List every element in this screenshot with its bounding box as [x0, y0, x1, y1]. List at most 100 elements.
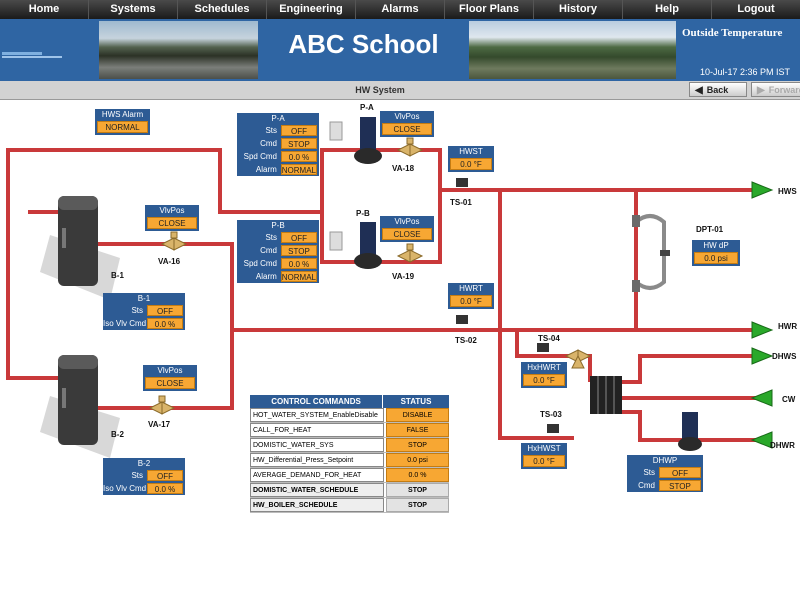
boiler-1-sts-value[interactable]: OFF — [147, 305, 183, 316]
va18-value[interactable]: CLOSE — [382, 123, 432, 135]
va18-title: VlvPos — [382, 112, 432, 122]
pump-a-cmd-value[interactable]: STOP — [281, 138, 317, 149]
status-column-header: STATUS — [382, 395, 449, 408]
boiler-1-icon — [40, 196, 120, 300]
hwr-pipe-label: HWR — [778, 322, 798, 331]
hws-pipe-label: HWS — [778, 187, 797, 196]
hws-alarm-panel: HWS Alarm NORMAL — [95, 109, 150, 135]
control-row-status[interactable]: 0.0 % — [386, 468, 449, 482]
hwst-value[interactable]: 0.0 °F — [450, 158, 492, 170]
pump-b-alarm-value[interactable]: NORMAL — [280, 271, 317, 282]
hw-dp-panel: HW dP 0.0 psi — [692, 240, 740, 266]
hwrt-title: HWRT — [450, 284, 492, 294]
boiler-2-sts-label: Sts — [131, 471, 143, 480]
control-row-status[interactable]: FALSE — [386, 423, 449, 437]
menu-help[interactable]: Help — [623, 0, 712, 19]
valve-va18-icon — [396, 137, 424, 157]
ts04-sensor-icon — [537, 343, 549, 352]
pump-a-alarm-value[interactable]: NORMAL — [280, 164, 317, 175]
hxhwrt-value[interactable]: 0.0 °F — [523, 374, 565, 386]
pump-b-cmd-value[interactable]: STOP — [281, 245, 317, 256]
pump-a-sts-value[interactable]: OFF — [281, 125, 317, 136]
page-title: ABC School — [288, 29, 439, 59]
logo-graphic — [2, 52, 62, 58]
hwrt-panel: HWRT 0.0 °F — [448, 283, 494, 309]
pump-a-label: P-A — [360, 103, 374, 112]
pump-a-sts-label: Sts — [265, 126, 277, 135]
menu-engineering[interactable]: Engineering — [267, 0, 356, 19]
pump-b-cmd-label: Cmd — [260, 246, 277, 255]
back-arrow-icon: ◀ — [695, 85, 703, 96]
control-row-status[interactable]: STOP — [386, 438, 449, 452]
dhwp-sts-value[interactable]: OFF — [659, 467, 701, 478]
va17-panel: VlvPos CLOSE — [143, 365, 197, 391]
pump-b-alarm-label: Alarm — [255, 272, 277, 281]
menu-history[interactable]: History — [534, 0, 623, 19]
pump-b-title: P-B — [237, 220, 319, 231]
pump-a-spd-value[interactable]: 0.0 % — [281, 151, 317, 162]
boiler-2-title: B-2 — [103, 458, 185, 469]
pump-a-alarm-label: Alarm — [255, 165, 277, 174]
boiler-1-title: B-1 — [103, 293, 185, 304]
forward-arrow-icon: ▶ — [757, 85, 765, 96]
hw-dp-value[interactable]: 0.0 psi — [694, 252, 738, 264]
pump-b-spd-value[interactable]: 0.0 % — [281, 258, 317, 269]
va17-value[interactable]: CLOSE — [145, 377, 195, 389]
hxhwrt-title: HxHWRT — [523, 363, 565, 373]
school-photo-left — [99, 21, 258, 79]
pump-a-title: P-A — [237, 113, 319, 124]
menu-floor-plans[interactable]: Floor Plans — [445, 0, 534, 19]
menu-schedules[interactable]: Schedules — [178, 0, 267, 19]
va19-value[interactable]: CLOSE — [382, 228, 432, 240]
hws-arrow-icon — [751, 181, 774, 199]
boiler-1-iso-value[interactable]: 0.0 % — [147, 318, 183, 329]
back-button[interactable]: ◀Back — [689, 82, 747, 97]
boiler-2-iso-value[interactable]: 0.0 % — [147, 483, 183, 494]
control-row-status[interactable]: STOP — [386, 498, 449, 512]
pump-b-icon — [329, 222, 382, 269]
ts01-sensor-icon — [456, 178, 468, 187]
pump-a-spd-label: Spd Cmd — [243, 152, 277, 161]
menu-alarms[interactable]: Alarms — [356, 0, 445, 19]
three-way-valve-icon — [564, 349, 592, 369]
heat-exchanger-icon — [590, 376, 622, 414]
boiler-2-sts-value[interactable]: OFF — [147, 470, 183, 481]
dhwp-cmd-value[interactable]: STOP — [659, 480, 701, 491]
dhwp-pump-icon — [678, 412, 702, 451]
va17-title: VlvPos — [145, 366, 195, 376]
boiler-2-icon — [40, 355, 120, 458]
ts03-label: TS-03 — [540, 410, 562, 419]
forward-button-label: Forward — [768, 85, 800, 95]
menu-logout[interactable]: Logout — [737, 3, 775, 15]
hws-alarm-value[interactable]: NORMAL — [97, 121, 148, 133]
hxhwst-value[interactable]: 0.0 °F — [523, 455, 565, 467]
menu-home[interactable]: Home — [0, 0, 89, 19]
control-row-name: HOT_WATER_SYSTEM_EnableDisable — [250, 408, 384, 422]
dhwr-arrow-icon — [750, 431, 773, 449]
control-row-status[interactable]: DISABLE — [386, 408, 449, 422]
control-row-status[interactable]: STOP — [386, 483, 449, 497]
control-row-name: AVERAGE_DEMAND_FOR_HEAT — [250, 468, 384, 482]
control-commands-header: CONTROL COMMANDS STATUS — [250, 395, 449, 408]
dhwr-pipe-label: DHWR — [770, 441, 795, 450]
control-row-status[interactable]: 0.0 psi — [386, 453, 449, 467]
menu-systems[interactable]: Systems — [89, 0, 178, 19]
forward-button[interactable]: ▶Forward — [751, 82, 800, 97]
pump-b-sts-value[interactable]: OFF — [281, 232, 317, 243]
pump-b-sts-label: Sts — [265, 233, 277, 242]
va16-value[interactable]: CLOSE — [147, 217, 197, 229]
va17-label: VA-17 — [148, 420, 171, 429]
current-datetime: 10-Jul-17 2:36 PM IST — [700, 67, 791, 77]
company-logo — [2, 47, 68, 58]
hwrt-value[interactable]: 0.0 °F — [450, 295, 492, 307]
boiler-2-label: B-2 — [111, 430, 124, 439]
